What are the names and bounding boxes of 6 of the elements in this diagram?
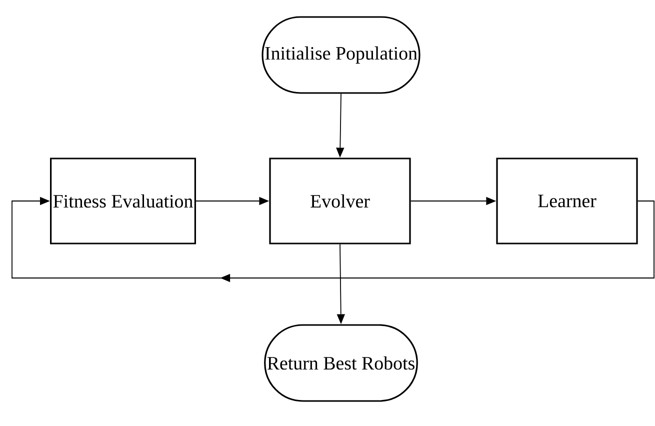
terminal-node: Return Best Robots xyxy=(264,324,418,402)
process-box: Evolver xyxy=(269,158,411,244)
process-box: Learner xyxy=(496,158,638,244)
arrow xyxy=(12,196,654,282)
process-box: Fitness Evaluation xyxy=(50,158,196,244)
terminal-node: Initialise Population xyxy=(262,16,420,94)
